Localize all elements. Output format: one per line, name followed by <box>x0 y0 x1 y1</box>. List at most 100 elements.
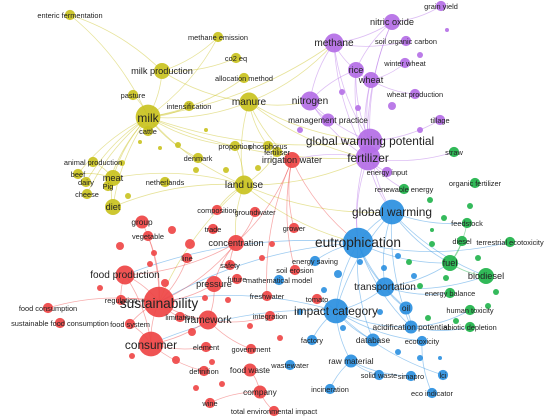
node-global-warming[interactable] <box>379 199 405 225</box>
node-nitric-oxide[interactable] <box>384 14 400 30</box>
node-feedstock[interactable] <box>461 217 473 229</box>
node-food-system[interactable] <box>124 318 136 330</box>
node-management-practice[interactable] <box>321 113 335 127</box>
node-diet[interactable] <box>105 199 121 215</box>
node-milk-production[interactable] <box>154 63 170 79</box>
node-cheese[interactable] <box>81 188 93 200</box>
label-diet: diet <box>106 202 121 212</box>
node-tillage[interactable] <box>434 114 446 126</box>
node-denmark[interactable] <box>192 152 204 164</box>
node-element[interactable] <box>200 341 212 353</box>
node-allocation-method[interactable] <box>238 72 250 84</box>
node-soil-erosion[interactable] <box>289 264 301 276</box>
node-transportation[interactable] <box>375 277 395 297</box>
node-methane[interactable] <box>324 33 344 53</box>
node-mathematical-model[interactable] <box>273 274 285 286</box>
node-framework[interactable] <box>198 310 218 330</box>
node-grower[interactable] <box>288 222 300 234</box>
node-tomato[interactable] <box>311 293 323 305</box>
node-definition[interactable] <box>198 365 210 377</box>
node-winter-wheat[interactable] <box>399 57 411 69</box>
node-limitation[interactable] <box>174 311 186 323</box>
node-cattle[interactable] <box>142 125 154 137</box>
node-nitrogen[interactable] <box>300 91 320 111</box>
node-consumer[interactable] <box>138 331 164 357</box>
node-acidification-potential[interactable] <box>404 320 418 334</box>
node-trade[interactable] <box>207 223 219 235</box>
node-fertiliser[interactable] <box>271 146 283 158</box>
node-grain-yield[interactable] <box>435 0 447 12</box>
node-netherlands[interactable] <box>159 176 171 188</box>
edge-milk-methane <box>147 42 335 118</box>
node-organic-fertilizer[interactable] <box>469 177 481 189</box>
node-proportion[interactable] <box>229 140 241 152</box>
node-food-waste[interactable] <box>243 363 257 377</box>
node-eutrophication[interactable] <box>342 227 374 259</box>
node-wastewater[interactable] <box>284 359 296 371</box>
node-terrestrial-ecotoxicity[interactable] <box>504 236 516 248</box>
node-integration[interactable] <box>264 310 276 322</box>
node-wheat[interactable] <box>363 72 379 88</box>
node-phosphorus[interactable] <box>262 140 274 152</box>
node-composition[interactable] <box>211 204 223 216</box>
node-line[interactable] <box>181 252 193 264</box>
node-concentration[interactable] <box>228 235 244 251</box>
node-wine[interactable] <box>204 397 216 409</box>
node-human-toxicity[interactable] <box>464 304 476 316</box>
node-eco-indicator[interactable] <box>426 387 438 399</box>
node-fertilizer[interactable] <box>355 145 381 171</box>
node-government[interactable] <box>245 343 257 355</box>
node-animal-production[interactable] <box>87 156 99 168</box>
node-regulation[interactable] <box>115 294 127 306</box>
node-rice[interactable] <box>348 62 364 78</box>
node-biodiesel[interactable] <box>478 268 494 284</box>
node-food-consumption[interactable] <box>42 302 54 314</box>
node-renewable-energy[interactable] <box>398 183 410 195</box>
node-simapro[interactable] <box>405 370 417 382</box>
node-sustainable-food-consumption[interactable] <box>54 317 66 329</box>
node-company[interactable] <box>253 385 267 399</box>
node-irrigation-water[interactable] <box>284 152 300 168</box>
node-sustainability[interactable] <box>143 286 175 318</box>
node-fuel[interactable] <box>442 255 458 271</box>
node-energy-balance[interactable] <box>444 287 456 299</box>
node-groundwater[interactable] <box>249 206 261 218</box>
label-irrigation-water: irrigation water <box>262 155 322 165</box>
node-database[interactable] <box>366 333 380 347</box>
node-pig[interactable] <box>102 180 114 192</box>
node-pressure[interactable] <box>206 276 222 292</box>
node-safety[interactable] <box>224 259 236 271</box>
node-dairy[interactable] <box>80 176 92 188</box>
minor-node-red-8 <box>209 359 215 365</box>
node-co2-eq[interactable] <box>230 52 242 64</box>
node-manure[interactable] <box>239 92 259 112</box>
node-methane-emission[interactable] <box>212 31 224 43</box>
node-food-production[interactable] <box>115 265 135 285</box>
node-diesel[interactable] <box>456 235 468 247</box>
node-intensification[interactable] <box>183 100 195 112</box>
node-raw-material[interactable] <box>344 354 358 368</box>
node-group[interactable] <box>135 215 149 229</box>
node-ecotoxicity[interactable] <box>416 335 428 347</box>
node-future[interactable] <box>231 273 243 285</box>
node-land-use[interactable] <box>234 175 254 195</box>
node-vegetable[interactable] <box>142 230 154 242</box>
node-soil-organic-carbon[interactable] <box>400 35 412 47</box>
node-factory[interactable] <box>306 334 318 346</box>
node-energy-saving[interactable] <box>309 255 321 267</box>
node-solid-waste[interactable] <box>373 369 385 381</box>
node-wheat-production[interactable] <box>409 88 421 100</box>
node-milk[interactable] <box>135 104 161 130</box>
node-energy-input[interactable] <box>381 166 393 178</box>
node-abiotic-depletion[interactable] <box>464 321 476 333</box>
node-straw[interactable] <box>448 146 460 158</box>
node-total-environmental-impact[interactable] <box>268 405 280 417</box>
node-incineration[interactable] <box>324 383 336 395</box>
node-beef[interactable] <box>72 168 84 180</box>
node-pasture[interactable] <box>127 89 139 101</box>
node-impact-category[interactable] <box>323 298 349 324</box>
node-lci[interactable] <box>437 369 449 381</box>
node-enteric-fermentation[interactable] <box>64 9 76 21</box>
node-freshwater[interactable] <box>261 290 273 302</box>
node-oil[interactable] <box>399 301 413 315</box>
